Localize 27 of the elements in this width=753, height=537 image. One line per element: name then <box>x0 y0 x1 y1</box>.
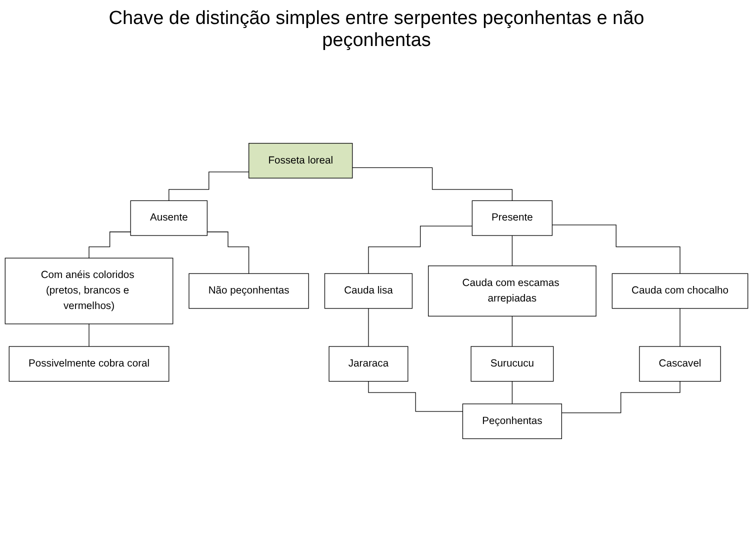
node-box: Cascavel <box>639 346 721 382</box>
connector <box>168 172 250 202</box>
node-box: Com anéis coloridos (pretos, brancos e vermelhos) <box>4 258 174 324</box>
node-box: Presente <box>472 200 553 236</box>
connector <box>512 316 513 347</box>
node-box: Peçonhentas <box>462 404 562 440</box>
connector <box>561 380 680 414</box>
connector <box>512 235 513 266</box>
node-box: Cauda lisa <box>324 273 413 309</box>
node-box: Cauda com chocalho <box>612 273 748 309</box>
node-box: Cauda com escamas arrepiadas <box>428 266 596 316</box>
connector <box>88 232 131 258</box>
connector <box>552 224 680 274</box>
node-box: Possivelmente cobra coral <box>8 346 170 382</box>
node-box: Jararaca <box>328 346 408 382</box>
connector <box>352 167 513 202</box>
connector <box>368 380 464 412</box>
connector <box>88 324 90 347</box>
node-box: Ausente <box>130 200 208 236</box>
node-box: Surucucu <box>470 346 554 382</box>
connector <box>512 380 513 404</box>
connector <box>368 308 369 347</box>
node-box: Fosseta loreal <box>248 142 353 178</box>
node-box: Não peçonhentas <box>188 273 309 309</box>
connector <box>206 232 250 274</box>
connector <box>368 226 473 274</box>
diagram-title: Chave de distinção simples entre serpentes peçonhentas e não peçonhentas <box>108 8 646 52</box>
